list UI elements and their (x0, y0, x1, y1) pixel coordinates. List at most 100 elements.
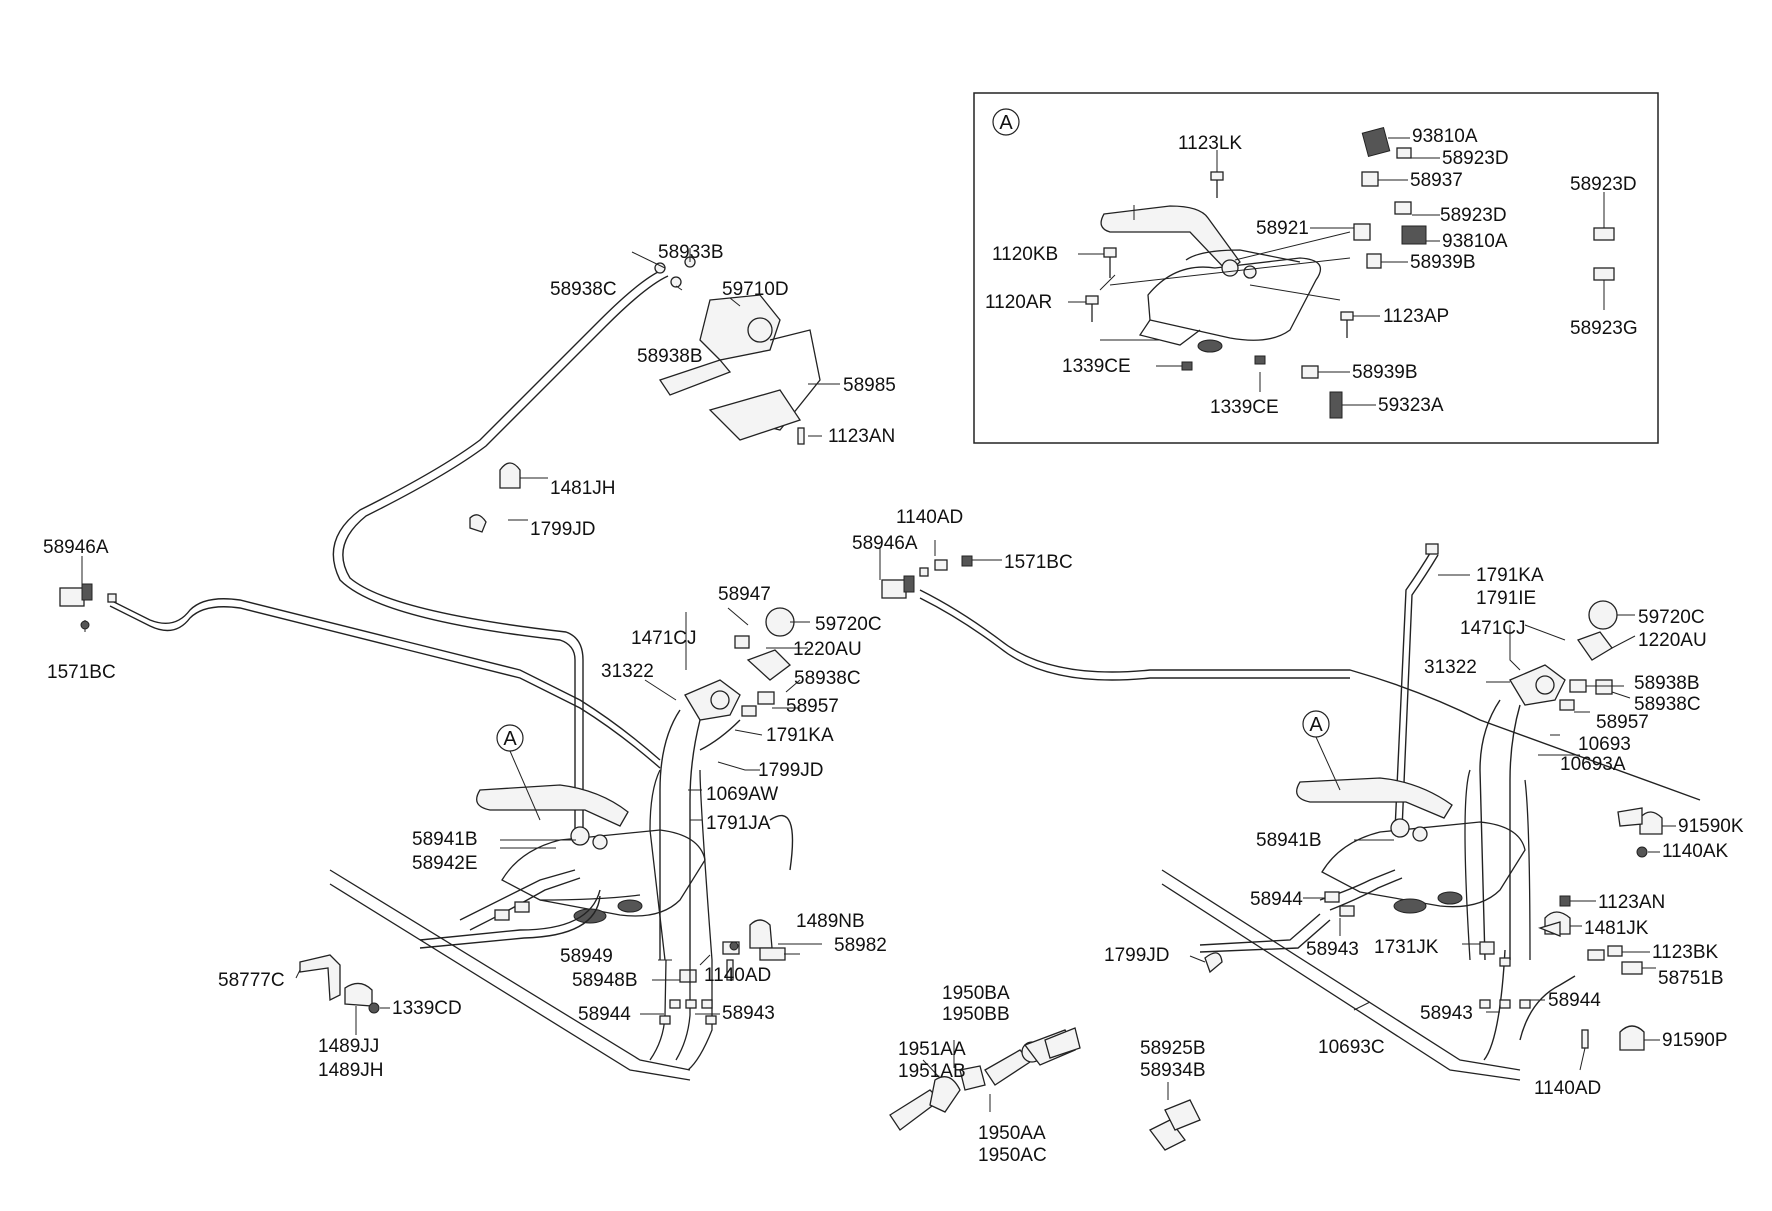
detail-marker-label: A (999, 112, 1013, 134)
label-1481jk: 1481JK (1584, 918, 1649, 939)
label-58938b: 58938B (637, 346, 703, 367)
fittings-lower-right (1204, 891, 1531, 1009)
label-93810a: 93810A (1412, 126, 1478, 147)
clutch-pedal-detail (1099, 205, 1351, 353)
label-1123lk: 1123LK (1178, 133, 1242, 154)
label-58938c: 58938C (1634, 694, 1701, 715)
label-1791ka: 1791KA (1476, 565, 1544, 586)
label-58777c: 58777C (218, 970, 285, 991)
label-1799jd: 1799JD (1104, 945, 1170, 966)
label-1791ie: 1791IE (1476, 588, 1536, 609)
right-brackets (1538, 807, 1676, 1071)
clamp-1481jh (499, 462, 521, 489)
label-1123ap: 1123AP (1383, 306, 1449, 327)
label-59323a: 59323A (1378, 395, 1444, 416)
label-58937: 58937 (1410, 170, 1463, 191)
label-58939b: 58939B (1352, 362, 1418, 383)
label-1950ba: 1950BA (942, 983, 1010, 1004)
label-58948b: 58948B (572, 970, 638, 991)
bracket-58946a-middle (879, 540, 1002, 599)
label-58933b: 58933B (658, 242, 724, 263)
label-59710d: 59710D (722, 279, 789, 300)
label-58943: 58943 (1306, 939, 1359, 960)
right-assembly: A (879, 540, 1701, 1081)
label-1120kb: 1120KB (992, 244, 1058, 265)
label-1950bb: 1950BB (942, 1004, 1010, 1025)
marker-a-right-label: A (1309, 714, 1323, 736)
label-58982: 58982 (834, 935, 887, 956)
label-59720c: 59720C (815, 614, 882, 635)
label-59720c: 59720C (1638, 607, 1705, 628)
label-1471cj: 1471CJ (631, 628, 697, 649)
slave-valve-left (649, 607, 795, 961)
label-58941b: 58941B (412, 829, 478, 850)
marker-a-left-label: A (503, 728, 517, 750)
label-58944: 58944 (578, 1004, 631, 1025)
label-1791ja: 1791JA (706, 813, 771, 834)
label-1799jd: 1799JD (758, 760, 824, 781)
label-1481jh: 1481JH (550, 478, 616, 499)
bracket-58777c (295, 954, 390, 1035)
label-58938b: 58938B (1634, 673, 1700, 694)
label-58934b: 58934B (1140, 1060, 1206, 1081)
label-91590k: 91590K (1678, 816, 1744, 837)
label-58943: 58943 (1420, 1003, 1473, 1024)
label-1489jj: 1489JJ (318, 1036, 379, 1057)
detail-leader-lines (1068, 137, 1605, 406)
label-1489jh: 1489JH (318, 1060, 384, 1081)
label-1123bk: 1123BK (1652, 942, 1719, 963)
fittings-lower-left (494, 901, 786, 1071)
label-58751b: 58751B (1658, 968, 1724, 989)
label-58946a: 58946A (43, 537, 109, 558)
label-58921: 58921 (1256, 218, 1309, 239)
label-58957: 58957 (786, 696, 839, 717)
label-1123an: 1123AN (828, 426, 895, 447)
label-58944: 58944 (1250, 889, 1303, 910)
label-1220au: 1220AU (793, 639, 862, 660)
label-1140ak: 1140AK (1662, 841, 1729, 862)
detail-view-a: A (973, 92, 1659, 444)
left-lower-leaders (640, 943, 822, 1015)
right-lower-leaders (1189, 897, 1545, 1013)
label-58957: 58957 (1596, 712, 1649, 733)
label-58923d: 58923D (1440, 205, 1507, 226)
label-58923d: 58923D (1442, 148, 1509, 169)
detail-small-parts (1085, 126, 1615, 419)
label-1471cj: 1471CJ (1460, 618, 1526, 639)
label-58938c: 58938C (550, 279, 617, 300)
label-1571bc: 1571BC (1004, 552, 1073, 573)
label-58944: 58944 (1548, 990, 1601, 1011)
label-1950aa: 1950AA (978, 1123, 1046, 1144)
label-1140ad: 1140AD (704, 965, 771, 986)
center-fittings (889, 1027, 1201, 1151)
bracket-58946a-left (59, 587, 85, 607)
label-58938c: 58938C (794, 668, 861, 689)
label-58923g: 58923G (1570, 318, 1638, 339)
label-58946a: 58946A (852, 533, 918, 554)
label-31322: 31322 (601, 661, 654, 682)
label-10693a: 10693A (1560, 754, 1626, 775)
label-10693c: 10693C (1318, 1037, 1385, 1058)
left-upper-leaders (508, 248, 840, 521)
part-labels: 1123LK 93810A 58923D 58937 58921 58923D … (43, 126, 1744, 1166)
label-58943: 58943 (722, 1003, 775, 1024)
label-93810a: 93810A (1442, 231, 1508, 252)
clutch-pedal-left (476, 784, 706, 924)
label-1339ce: 1339CE (1062, 356, 1131, 377)
detail-marker-circle (992, 108, 1020, 136)
label-1731jk: 1731JK (1374, 937, 1439, 958)
label-1951aa: 1951AA (898, 1039, 966, 1060)
label-1220au: 1220AU (1638, 630, 1707, 651)
label-1140ad: 1140AD (896, 507, 963, 528)
label-1123an: 1123AN (1598, 892, 1665, 913)
label-58985: 58985 (843, 375, 896, 396)
label-1791ka: 1791KA (766, 725, 834, 746)
label-58942e: 58942E (412, 853, 478, 874)
label-1950ac: 1950AC (978, 1145, 1047, 1166)
clutch-pedal-right (1296, 777, 1526, 914)
label-58939b: 58939B (1410, 252, 1476, 273)
label-1339ce: 1339CE (1210, 397, 1279, 418)
label-1140ad: 1140AD (1534, 1078, 1601, 1099)
label-1120ar: 1120AR (985, 292, 1052, 313)
